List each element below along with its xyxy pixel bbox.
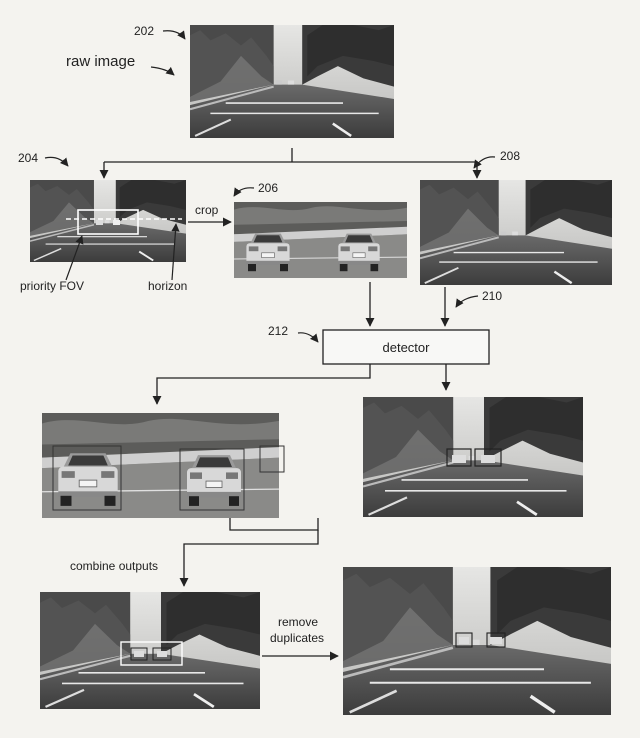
raw-image-label: raw image (66, 53, 135, 70)
horizon-label: horizon (148, 279, 187, 293)
combined-image (40, 592, 260, 709)
raw-image-arrow (150, 66, 175, 76)
final-car-1 (459, 637, 469, 644)
combined-box-1 (130, 647, 148, 661)
combined-car-1 (134, 651, 144, 657)
final-box-1 (455, 632, 473, 648)
combined-car-2 (157, 651, 167, 657)
combine-bracket (229, 518, 319, 531)
detector-to-crop-output-arrow (152, 364, 371, 405)
full-image (420, 180, 612, 285)
full-detection-car-1 (452, 455, 466, 463)
full-detection-box-2 (474, 448, 502, 467)
final-car-2 (490, 637, 502, 644)
final-image (343, 567, 611, 715)
full-detection-image (363, 397, 583, 517)
priority-fov-pointer (65, 235, 84, 281)
detector-label: detector (383, 340, 431, 355)
combined-priority-box (120, 641, 183, 666)
priority-fov-box (77, 209, 139, 235)
ref-212-arrow (297, 332, 319, 343)
fov-car-2 (113, 220, 120, 225)
final-box-2 (486, 632, 506, 648)
priority-fov-label: priority FOV (20, 279, 84, 293)
priority-fov-image (30, 180, 186, 262)
duplicates-label: duplicates (270, 631, 324, 645)
ref-208: 208 (500, 149, 520, 163)
horizon-pointer (171, 223, 180, 281)
ref-204: 204 (18, 151, 38, 165)
ref-202-arrow (162, 30, 186, 40)
ref-212: 212 (268, 324, 288, 338)
full-detection-car-2 (481, 455, 495, 463)
detector-box (322, 329, 490, 365)
ref-202: 202 (134, 24, 154, 38)
crop-label: crop (195, 203, 219, 217)
ref-206: 206 (258, 181, 278, 195)
combine-arrow (179, 530, 319, 587)
ref-210-arrow (455, 295, 479, 308)
fov-car-1 (96, 220, 103, 225)
ref-206-arrow (233, 187, 255, 197)
combine-outputs-label: combine outputs (70, 559, 158, 573)
ref-204-arrow (44, 156, 69, 167)
combined-box-2 (152, 647, 172, 661)
raw-image-photo (190, 25, 394, 138)
full-detection-box-1 (446, 448, 472, 467)
detection-box-edge (259, 445, 285, 473)
ref-208-arrow (473, 156, 496, 169)
ref-210: 210 (482, 289, 502, 303)
detection-box-right (179, 448, 245, 511)
remove-label: remove (278, 615, 318, 629)
detection-box-left (52, 445, 122, 511)
